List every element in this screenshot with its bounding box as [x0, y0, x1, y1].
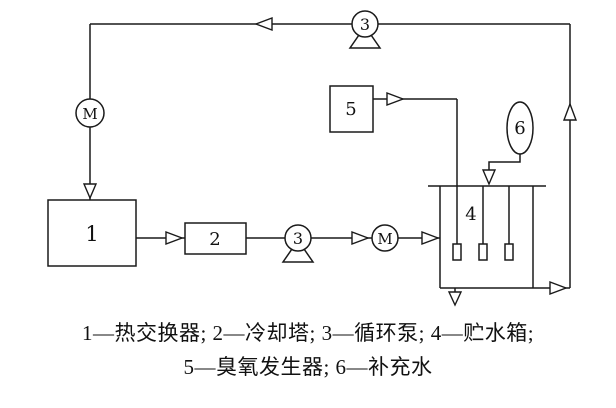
- arrow-left-top-pipe: [254, 16, 273, 32]
- water-treatment-process-diagram: 1 2 3 3 4 5 6 M M: [47, 10, 578, 307]
- pump-mid-body: [284, 224, 312, 252]
- motor-mid-label: M: [377, 230, 392, 248]
- heat-exchanger-label: 1: [85, 222, 98, 246]
- arrow-right-ozone: [386, 91, 405, 107]
- caption-line-1: 1—热交换器; 2—冷却塔; 3—循环泵; 4—贮水箱;: [81, 321, 535, 345]
- arrow-right-into-tank: [421, 230, 440, 246]
- makeup-water-label: 6: [514, 118, 525, 139]
- arrow-right-into-motor: [351, 230, 370, 246]
- pump-top-body: [351, 10, 379, 38]
- diagram-labels: 1 2 3 3 4 5 6 M M: [82, 15, 525, 250]
- figure-caption: 1—热交换器; 2—冷却塔; 3—循环泵; 4—贮水箱; 5—臭氧发生器; 6—…: [0, 316, 616, 384]
- cooling-tower-label: 2: [209, 229, 220, 250]
- storage-tank: [428, 185, 546, 289]
- arrow-right-into-cooling-tower: [165, 230, 184, 246]
- heat-exchanger-box: [47, 199, 137, 267]
- makeup-water-ellipse: [506, 101, 534, 155]
- arrow-up-right-pipe: [562, 102, 578, 121]
- flow-arrows: [82, 16, 578, 307]
- tank-rod-tip-3: [504, 243, 514, 261]
- ozone-generator-label: 5: [345, 99, 356, 120]
- equipment: [47, 10, 534, 267]
- pipe-makeup-water: [488, 154, 521, 183]
- tank-rod-tip-1: [452, 243, 462, 261]
- pump-top-label: 3: [360, 15, 370, 34]
- motor-left-body: [75, 98, 105, 128]
- motor-left-label: M: [82, 105, 97, 123]
- arrow-right-tank-outlet: [549, 280, 568, 296]
- storage-tank-label: 4: [465, 204, 476, 225]
- arrow-down-makeup-water: [481, 169, 497, 186]
- cooling-tower-box: [184, 222, 247, 255]
- arrow-down-into-heat-exchanger: [82, 183, 98, 200]
- caption-line-2: 5—臭氧发生器; 6—补充水: [183, 355, 433, 380]
- motor-mid-body: [371, 224, 399, 252]
- arrow-down-tank-drain: [447, 291, 463, 307]
- tank-rod-tip-2: [478, 243, 488, 261]
- pump-mid-label: 3: [293, 229, 303, 248]
- ozone-generator-box: [329, 85, 374, 133]
- pipes: [89, 23, 571, 292]
